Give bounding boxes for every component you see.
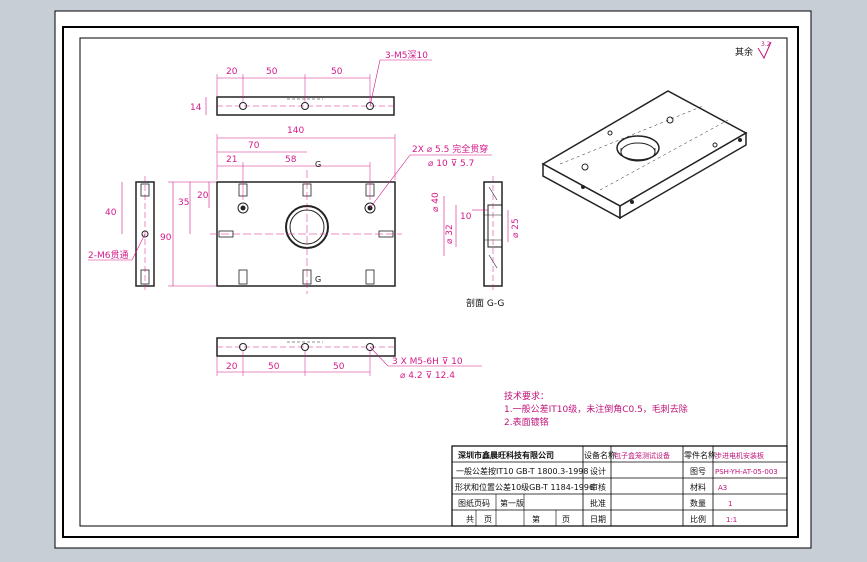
tb-row4-left-a: 图纸页码 (458, 498, 490, 508)
front-hole-callout-1: 2X ⌀ 5.5 完全贯穿 (412, 143, 488, 155)
roughness-value: 3.2 (761, 41, 771, 48)
top-view: 20 50 50 14 3-M5深10 (190, 50, 432, 116)
title-block: 深圳市鑫晨旺科技有限公司 一般公差按IT10 GB-T 1800.3-1998 … (451, 445, 788, 527)
isometric-view (541, 90, 748, 220)
tb-label-qty: 数量 (690, 498, 706, 508)
tb-value-part: 步进电机安装板 (715, 451, 764, 460)
tb-row5-a: 共 (466, 515, 474, 524)
section-title: 剖面 G-G (466, 297, 504, 309)
tb-row5-c: 第 (532, 514, 540, 524)
tb-row4-left-b: 第一版 (500, 498, 524, 508)
tb-label-equipment: 设备名称 (584, 450, 616, 460)
tb-value-equipment: 包子盒笼测试设备 (614, 451, 670, 460)
front-dim-35: 35 (178, 198, 189, 208)
top-callout: 3-M5深10 (385, 50, 428, 61)
tb-label-checker: 审核 (590, 482, 606, 492)
top-dim-1: 20 (226, 67, 238, 77)
tb-label-date: 日期 (590, 515, 606, 524)
section-dim-25: ⌀ 25 (511, 218, 521, 238)
tb-label-part: 零件名称 (684, 450, 716, 460)
bottom-callout-1: 3 X M5-6H ⊽ 10 (392, 357, 463, 367)
top-dim-2: 50 (266, 67, 278, 77)
tb-value-drawing-no: PSH-YH-AT-05-003 (715, 468, 778, 476)
front-hole-callout-2: ⌀ 10 ⊽ 5.7 (428, 159, 474, 169)
section-dim-40: ⌀ 40 (431, 192, 441, 212)
roughness-label: 其余 (735, 46, 753, 58)
tb-company: 深圳市鑫晨旺科技有限公司 (458, 450, 554, 460)
bottom-dim-3: 50 (333, 362, 345, 372)
tech-note-1: 1.一般公差IT10级，未注倒角C0.5，毛刺去除 (504, 403, 688, 415)
front-dim-21: 21 (226, 155, 237, 165)
tb-label-approver: 批准 (590, 498, 606, 508)
bottom-dim-1: 20 (226, 362, 238, 372)
front-dim-20: 20 (197, 191, 209, 201)
tb-label-scale: 比例 (690, 514, 706, 524)
front-dim-58: 58 (285, 155, 297, 165)
tb-label-drawing-no: 图号 (690, 467, 706, 476)
bottom-view: 20 50 50 3 X M5-6H ⊽ 10 ⌀ 4.2 ⊽ 12.4 (216, 337, 482, 381)
tb-row2-left: 一般公差按IT10 GB-T 1800.3-1998 (456, 466, 588, 476)
front-dim-70: 70 (248, 141, 260, 151)
section-mark-bottom: G (315, 275, 321, 284)
bottom-dim-2: 50 (268, 362, 280, 372)
section-dim-10: 10 (460, 212, 472, 222)
left-callout: 2-M6贯通 (88, 250, 128, 261)
top-dim-4: 14 (190, 103, 202, 113)
tech-notes: 技术要求： 1.一般公差IT10级，未注倒角C0.5，毛刺去除 2.表面镀铬 (504, 390, 688, 428)
inner-frame (79, 37, 788, 527)
tb-label-material: 材料 (690, 482, 706, 492)
top-dim-3: 50 (331, 67, 343, 77)
section-dim-32: ⌀ 32 (445, 224, 455, 244)
tb-row3-left: 形状和位置公差10级GB-T 1184-1996 (455, 482, 594, 492)
tech-notes-title: 技术要求： (504, 390, 549, 402)
front-view: 140 70 21 58 20 35 90 G G 2X ⌀ 5.5 完全贯穿 … (160, 126, 492, 294)
tb-value-scale: 1:1 (726, 516, 737, 524)
roughness-symbol: 其余 3.2 (735, 41, 772, 60)
tb-value-material: A3 (718, 484, 727, 492)
tb-row5-b: 页 (484, 515, 492, 524)
tb-label-designer: 设计 (590, 466, 606, 476)
outer-frame (62, 26, 799, 538)
left-dim-40: 40 (105, 208, 117, 218)
bottom-callout-2: ⌀ 4.2 ⊽ 12.4 (400, 371, 455, 381)
tb-row5-d: 页 (562, 515, 570, 524)
section-mark-top: G (315, 160, 321, 169)
left-view: 40 2-M6贯通 (88, 176, 155, 292)
tech-note-2: 2.表面镀铬 (504, 416, 549, 428)
front-dim-140: 140 (287, 126, 304, 136)
front-dim-90: 90 (160, 233, 172, 243)
tb-value-qty: 1 (728, 500, 732, 508)
section-view: 10 ⌀ 40 ⌀ 32 ⌀ 25 剖面 G-G (431, 176, 521, 309)
